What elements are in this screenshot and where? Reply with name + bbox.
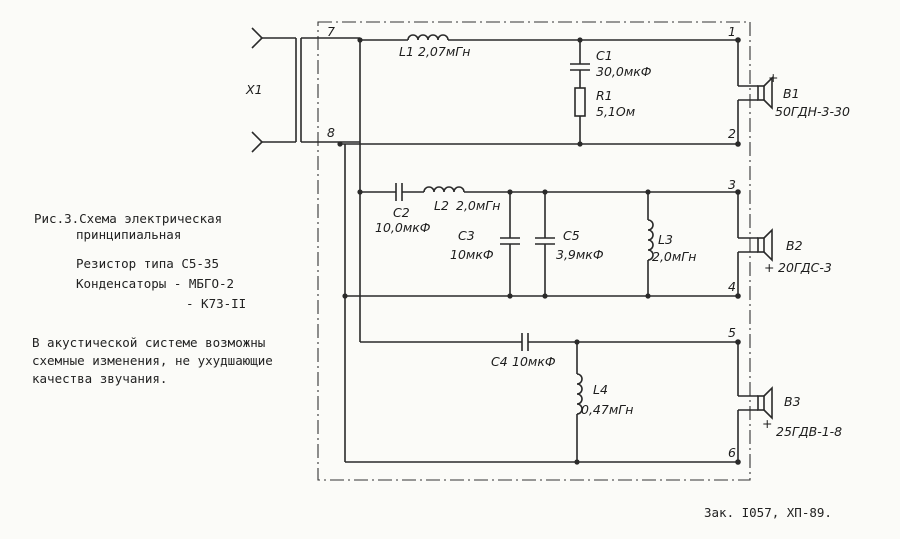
label-B3-name: B3	[784, 394, 801, 409]
midrange-section	[344, 40, 758, 462]
inductor-L4	[576, 373, 583, 415]
node-8: 8	[327, 125, 335, 140]
label-L1-name: L1	[399, 44, 414, 59]
note-line1: В акустической системе возможны	[32, 335, 266, 350]
label-C4-name: C4	[491, 354, 508, 369]
label-B1-model: 50ГДН-3-30	[775, 104, 850, 119]
node-5: 5	[728, 325, 736, 340]
figure-title-line2: принципиальная	[76, 227, 182, 242]
note-line3: качества звучания.	[32, 371, 168, 386]
woofer-section	[340, 34, 758, 145]
label-L1-value: 2,07мГн	[418, 44, 470, 59]
node-3: 3	[728, 177, 736, 192]
label-C4-value: 10мкФ	[512, 354, 556, 369]
node-7: 7	[327, 24, 335, 39]
tweeter-section	[345, 333, 758, 463]
plus-B3: +	[762, 416, 772, 431]
node-4: 4	[728, 279, 736, 294]
label-C3-name: C3	[458, 228, 475, 243]
label-B3-model: 25ГДВ-1-8	[776, 424, 842, 439]
order-number: Зак. I057, ХП-89.	[704, 505, 832, 520]
label-C5-name: C5	[563, 228, 580, 243]
label-B1-name: B1	[783, 86, 800, 101]
connector-label: X1	[245, 82, 263, 97]
label-C5-value: 3,9мкФ	[556, 247, 604, 262]
cabinet-outline	[317, 21, 751, 481]
label-L2-name: L2	[434, 198, 449, 213]
plus-B1: +	[768, 70, 778, 85]
label-L4-value: 0,47мГн	[581, 402, 633, 417]
label-C2-name: C2	[393, 205, 410, 220]
label-L2-value: 2,0мГн	[456, 198, 500, 213]
speaker-B2-icon	[757, 228, 773, 262]
note-line2: схемные изменения, не ухудшающие	[32, 353, 273, 368]
resistor-type: Резистор типа С5-35	[76, 256, 219, 271]
label-C1-name: C1	[596, 48, 613, 63]
label-R1-value: 5,1Ом	[596, 104, 635, 119]
inductor-L2	[423, 186, 465, 193]
capacitor-type-1: Конденсаторы - МБГО-2	[76, 276, 235, 291]
inductor-L1	[407, 34, 449, 41]
label-L3-value: 2,0мГн	[652, 249, 696, 264]
inductor-L3	[647, 219, 654, 261]
label-L3-name: L3	[658, 232, 673, 247]
speaker-B1-icon	[757, 76, 773, 110]
input-connector	[251, 27, 360, 153]
figure-title-line1: Рис.3.Схема электрическая	[34, 211, 223, 226]
capacitor-type-2: - К73-II	[186, 296, 247, 311]
resistor-R1	[574, 87, 586, 117]
label-B2-model: 20ГДС-3	[778, 260, 832, 275]
label-B2-name: B2	[786, 238, 803, 253]
label-C2-value: 10,0мкФ	[375, 220, 431, 235]
node-6: 6	[728, 445, 736, 460]
speaker-B3-icon	[757, 386, 773, 420]
label-R1-name: R1	[596, 88, 613, 103]
label-L4-name: L4	[593, 382, 608, 397]
node-2: 2	[728, 126, 736, 141]
node-1: 1	[728, 24, 736, 39]
plus-B2: +	[764, 260, 774, 275]
label-C3-value: 10мкФ	[450, 247, 494, 262]
label-C1-value: 30,0мкФ	[596, 64, 652, 79]
